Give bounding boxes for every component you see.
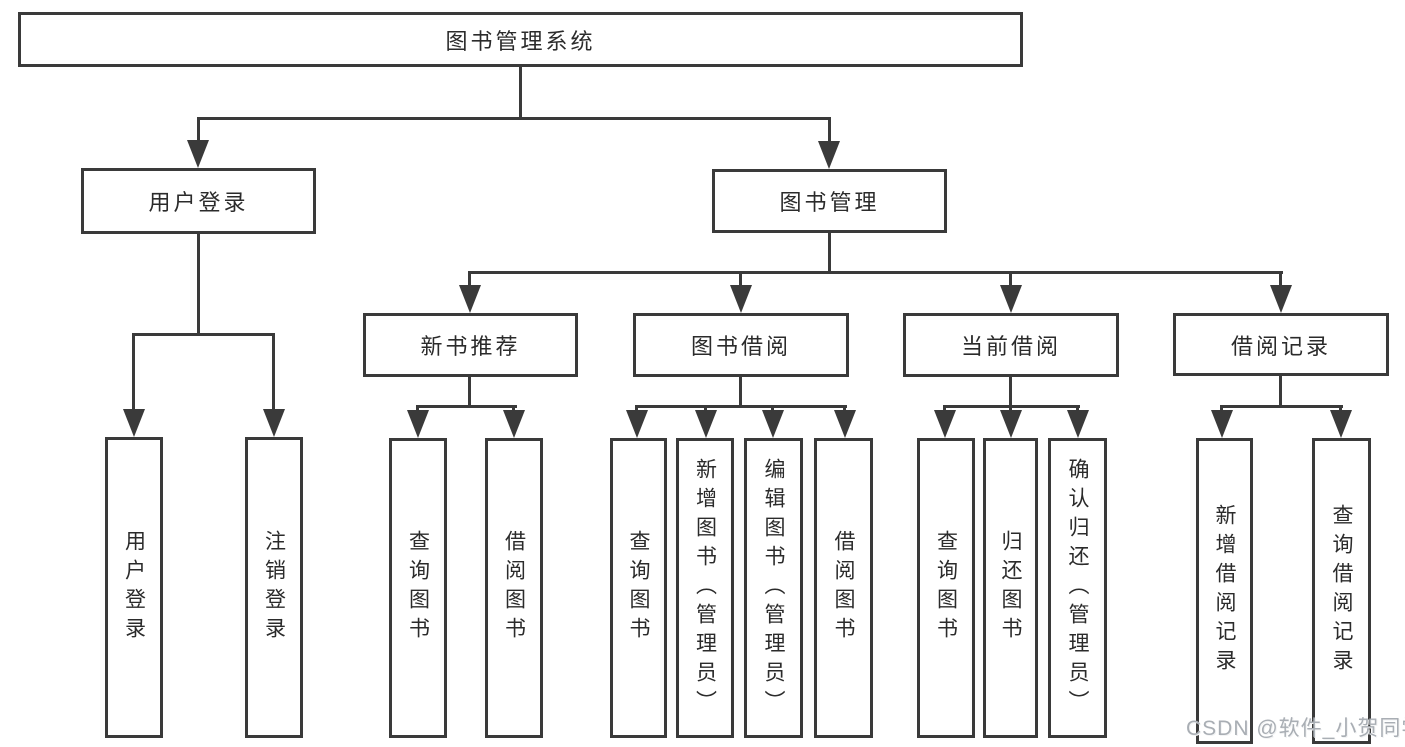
connector-line xyxy=(1339,405,1342,413)
arrowhead xyxy=(934,410,956,438)
connector-line xyxy=(1220,405,1343,408)
connector-line xyxy=(416,405,517,408)
leaf-borrow-books-recommend: 借阅图书 xyxy=(485,438,543,738)
node-root-label: 图书管理系统 xyxy=(445,28,596,54)
node-user-login-label: 用户登录 xyxy=(148,190,249,215)
leaf-borrow-books-borrowing-label: 借阅图书 xyxy=(832,530,855,646)
node-borrowing-records: 借阅记录 xyxy=(1173,313,1389,376)
connector-line xyxy=(1009,271,1012,288)
arrowhead xyxy=(407,410,429,438)
leaf-logout-label: 注销登录 xyxy=(262,529,286,646)
arrowhead xyxy=(626,410,648,438)
arrowhead xyxy=(1067,410,1089,438)
leaf-user-login: 用户登录 xyxy=(105,437,163,738)
connector-line xyxy=(1009,405,1012,413)
leaf-query-books-current: 查询图书 xyxy=(917,438,975,738)
leaf-add-book-admin: 新增图书（管理员） xyxy=(676,438,734,738)
leaf-query-books-borrowing-label: 查询图书 xyxy=(627,530,650,646)
arrowhead xyxy=(834,410,856,438)
arrowhead xyxy=(187,140,209,168)
leaf-add-borrow-record-label: 新增借阅记录 xyxy=(1213,504,1236,678)
connector-line xyxy=(197,234,200,335)
connector-line xyxy=(132,333,275,336)
leaf-confirm-return-admin: 确认归还（管理员） xyxy=(1048,438,1107,738)
connector-line xyxy=(1076,405,1079,413)
arrowhead xyxy=(730,285,752,313)
connector-line xyxy=(1220,405,1223,413)
node-borrowing-records-label: 借阅记录 xyxy=(1230,333,1331,359)
node-current-borrowing-label: 当前借阅 xyxy=(960,334,1061,359)
node-new-book-recommend-label: 新书推荐 xyxy=(420,334,521,359)
connector-line xyxy=(943,405,946,413)
connector-line xyxy=(416,405,419,413)
connector-line xyxy=(272,333,275,411)
leaf-query-books-borrowing: 查询图书 xyxy=(610,438,667,738)
connector-line xyxy=(197,117,831,120)
leaf-query-books-current-label: 查询图书 xyxy=(934,530,958,646)
leaf-edit-book-admin-label: 编辑图书（管理员） xyxy=(762,457,785,719)
connector-line xyxy=(519,67,522,119)
arrowhead xyxy=(459,285,481,313)
connector-line xyxy=(739,271,742,288)
leaf-query-borrow-record-label: 查询借阅记录 xyxy=(1330,504,1353,678)
node-book-management: 图书管理 xyxy=(712,169,947,233)
connector-line xyxy=(828,117,831,143)
watermark-csdn: CSDN @软件_小贺同学 xyxy=(1186,717,1405,740)
connector-line xyxy=(197,117,200,143)
node-new-book-recommend: 新书推荐 xyxy=(363,313,578,377)
leaf-confirm-return-admin-label: 确认归还（管理员） xyxy=(1066,457,1089,719)
arrowhead xyxy=(1000,410,1022,438)
connector-line xyxy=(468,271,1283,274)
node-user-login: 用户登录 xyxy=(81,168,316,234)
arrowhead xyxy=(1270,285,1292,313)
node-book-borrowing-label: 图书借阅 xyxy=(690,334,791,359)
leaf-return-book-label: 归还图书 xyxy=(999,530,1022,646)
arrowhead xyxy=(1330,410,1352,438)
connector-line xyxy=(468,377,471,407)
connector-line xyxy=(468,271,471,288)
arrowhead xyxy=(818,141,840,169)
leaf-add-book-admin-label: 新增图书（管理员） xyxy=(693,457,717,719)
connector-line xyxy=(771,405,774,413)
connector-line xyxy=(635,405,638,413)
leaf-borrow-books-borrowing: 借阅图书 xyxy=(814,438,873,738)
leaf-user-login-label: 用户登录 xyxy=(122,529,146,646)
leaf-borrow-books-recommend-label: 借阅图书 xyxy=(502,530,526,646)
connector-line xyxy=(1009,377,1012,407)
leaf-edit-book-admin: 编辑图书（管理员） xyxy=(744,438,803,738)
leaf-return-book: 归还图书 xyxy=(983,438,1038,738)
connector-line xyxy=(739,377,742,407)
node-current-borrowing: 当前借阅 xyxy=(903,313,1119,377)
connector-line xyxy=(1279,271,1282,288)
connector-line xyxy=(1279,376,1282,407)
connector-line xyxy=(704,405,707,413)
leaf-query-books-recommend-label: 查询图书 xyxy=(406,530,430,646)
node-book-management-label: 图书管理 xyxy=(779,190,880,215)
connector-line xyxy=(132,333,135,411)
arrowhead xyxy=(123,409,145,437)
leaf-query-books-recommend: 查询图书 xyxy=(389,438,447,738)
arrowhead xyxy=(695,410,717,438)
leaf-logout: 注销登录 xyxy=(245,437,303,738)
arrowhead xyxy=(263,409,285,437)
connector-line xyxy=(512,405,515,413)
arrowhead xyxy=(1211,410,1233,438)
connector-line xyxy=(635,405,847,408)
connector-line xyxy=(843,405,846,413)
arrowhead xyxy=(1000,285,1022,313)
node-book-borrowing: 图书借阅 xyxy=(633,313,849,377)
leaf-query-borrow-record: 查询借阅记录 xyxy=(1312,438,1371,744)
leaf-add-borrow-record: 新增借阅记录 xyxy=(1196,438,1253,744)
node-root-library-system: 图书管理系统 xyxy=(18,12,1023,67)
arrowhead xyxy=(503,410,525,438)
connector-line xyxy=(828,233,831,273)
arrowhead xyxy=(762,410,784,438)
